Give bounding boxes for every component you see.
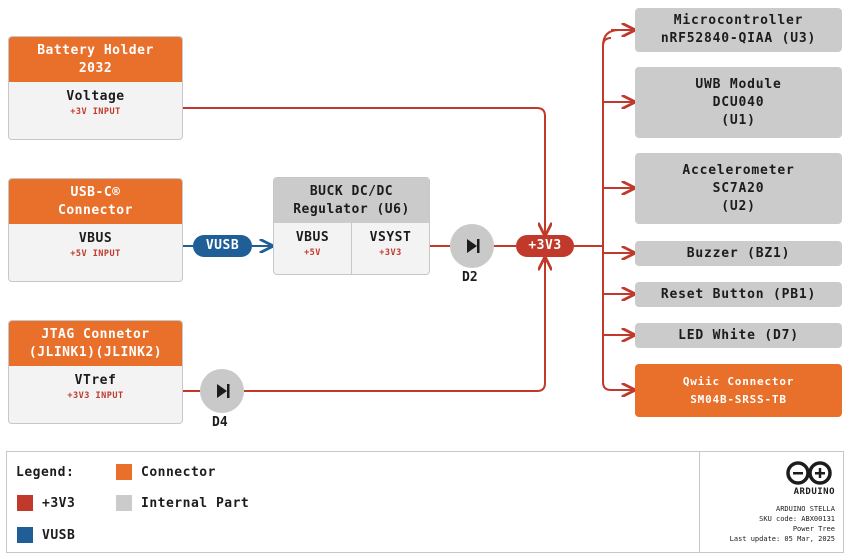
sku-code: SKU code: ABX00131 <box>759 515 835 523</box>
jtag-title: JTAG Connetor (JLINK1)(JLINK2) <box>9 321 182 366</box>
diode-d4 <box>200 369 244 413</box>
mcu-block: Microcontroller nRF52840-QIAA (U3) <box>635 8 842 52</box>
battery-holder-block: Battery Holder 2032 Voltage +3V INPUT <box>8 36 183 140</box>
buck-vbus-label: VBUS <box>295 230 330 245</box>
arduino-logo-icon <box>786 461 832 485</box>
buck-regulator-block: BUCK DC/DC Regulator (U6) VBUS +5V VSYST… <box>273 177 430 275</box>
buzzer-block: Buzzer (BZ1) <box>635 241 842 266</box>
jtag-to-rail-line <box>244 258 545 392</box>
product-name: ARDUINO STELLA <box>775 505 835 513</box>
doc-name: Power Tree <box>792 525 835 533</box>
legend-vusb-label: VUSB <box>42 528 76 543</box>
uwb-module-block: UWB Module DCU040 (U1) <box>635 67 842 138</box>
buck-vsyst-sub: +3V3 <box>379 248 402 258</box>
usbc-input-sub: +5V INPUT <box>70 249 121 259</box>
last-update: Last update: 05 Mar, 2025 <box>729 535 835 543</box>
legend-panel: Legend: Connector +3V3 Internal Part VUS… <box>6 451 844 553</box>
rail-3v3-pill: +3V3 <box>516 235 574 257</box>
diode-d2 <box>450 224 494 268</box>
accelerometer-block: Accelerometer SC7A20 (U2) <box>635 153 842 224</box>
usbc-vbus-label: VBUS <box>78 231 113 246</box>
legend-connector-swatch <box>116 464 132 480</box>
usbc-title: USB-C® Connector <box>9 179 182 224</box>
legend-vusb-swatch <box>17 527 33 543</box>
jtag-vtref-label: VTref <box>74 373 117 388</box>
battery-voltage-label: Voltage <box>66 89 125 104</box>
jtag-connector-block: JTAG Connetor (JLINK1)(JLINK2) VTref +3V… <box>8 320 183 424</box>
buck-input: VBUS +5V <box>274 223 352 274</box>
reset-button-block: Reset Button (PB1) <box>635 282 842 307</box>
battery-input-sub: +3V INPUT <box>70 107 121 117</box>
usbc-connector-block: USB-C® Connector VBUS +5V INPUT <box>8 178 183 282</box>
diode-d2-label: D2 <box>462 270 478 285</box>
jtag-input-sub: +3V3 INPUT <box>67 391 124 401</box>
legend-3v3-swatch <box>17 495 33 511</box>
doc-info-block: ARDUINO ARDUINO STELLA SKU code: ABX0013… <box>699 452 843 552</box>
brand-wordmark: ARDUINO <box>793 487 835 497</box>
qwiic-connector-block: Qwiic Connector SM04B-SRSS-TB <box>635 364 842 417</box>
mcu-branch-curve <box>602 29 620 47</box>
battery-to-rail-line <box>181 107 545 235</box>
legend-connector-label: Connector <box>141 465 216 480</box>
vusb-pill: VUSB <box>193 235 252 257</box>
legend-internal-label: Internal Part <box>141 496 250 511</box>
diode-icon <box>467 239 480 253</box>
buck-vbus-sub: +5V <box>304 248 321 258</box>
buck-output: VSYST +3V3 <box>352 223 429 274</box>
legend-3v3-label: +3V3 <box>42 496 76 511</box>
buck-vsyst-label: VSYST <box>369 230 412 245</box>
legend-internal-swatch <box>116 495 132 511</box>
legend-title: Legend: <box>16 465 75 480</box>
diode-icon <box>217 384 230 398</box>
led-white-block: LED White (D7) <box>635 323 842 348</box>
buck-title: BUCK DC/DC Regulator (U6) <box>274 178 429 223</box>
diode-d4-label: D4 <box>212 415 228 430</box>
battery-holder-title: Battery Holder 2032 <box>9 37 182 82</box>
bus-trunk-line <box>602 37 612 391</box>
